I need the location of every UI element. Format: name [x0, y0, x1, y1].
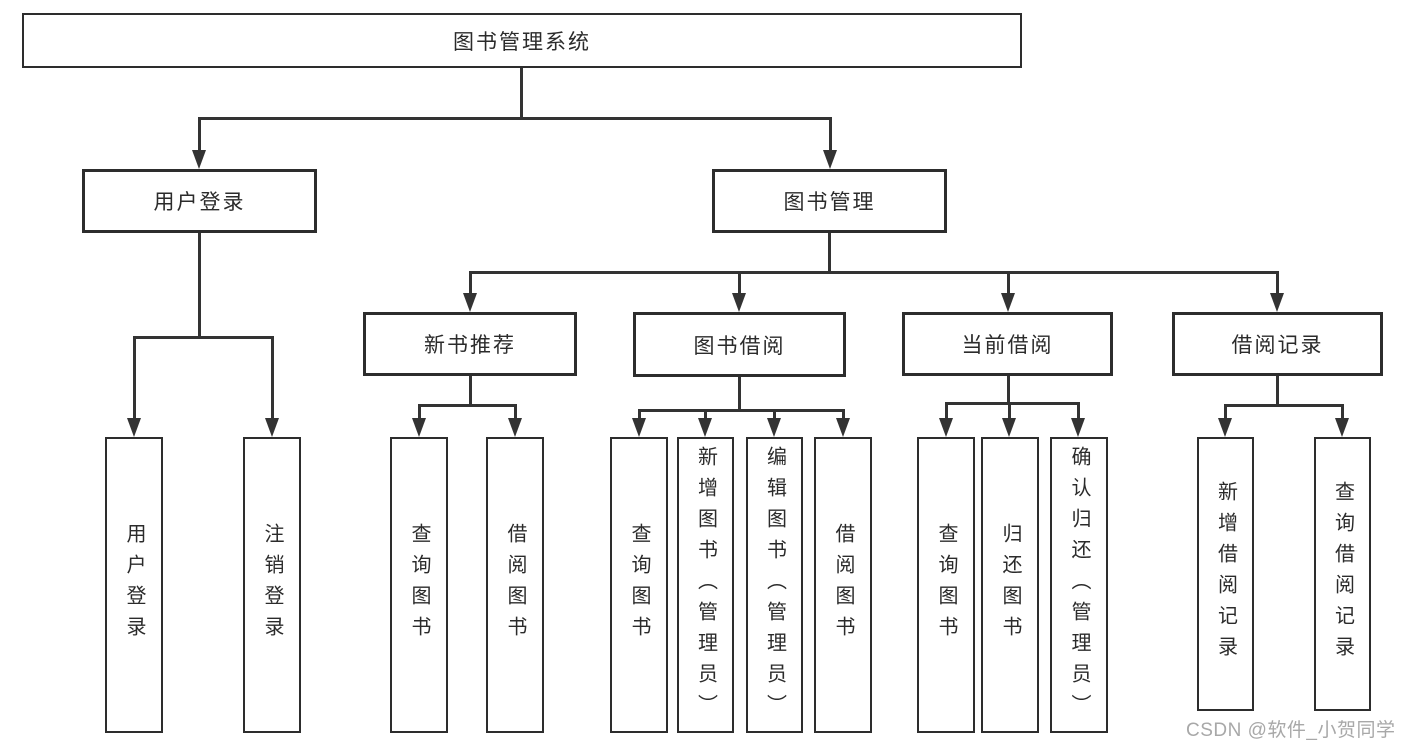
node-new-book-recommend: 新书推荐 [363, 312, 577, 376]
connector-line [133, 336, 274, 339]
leaf-borrow-books-recommend: 借阅图书 [486, 437, 544, 733]
leaf-label: 查询借阅记录 [1331, 481, 1354, 667]
leaf-logout: 注销登录 [243, 437, 301, 733]
connector-line [271, 336, 274, 420]
connector-line [829, 117, 832, 153]
connector-line [638, 409, 641, 420]
connector-line [514, 404, 517, 420]
connector-line [198, 117, 201, 153]
arrowhead-icon [192, 150, 206, 169]
connector-line [738, 377, 741, 410]
arrowhead-icon [265, 418, 279, 437]
connector-line [828, 233, 831, 273]
node-root: 图书管理系统 [22, 13, 1022, 68]
arrowhead-icon [412, 418, 426, 437]
leaf-label: 查询图书 [935, 523, 957, 647]
leaf-return-book: 归还图书 [981, 437, 1039, 733]
connector-line [1276, 376, 1279, 406]
leaf-query-borrow-record: 查询借阅记录 [1314, 437, 1371, 711]
node-label: 新书推荐 [424, 334, 516, 357]
leaf-edit-book-admin: 编辑图书（管理员） [746, 437, 803, 733]
arrowhead-icon [1002, 418, 1016, 437]
arrowhead-icon [1071, 418, 1085, 437]
connector-line [469, 271, 1279, 274]
arrowhead-icon [767, 418, 781, 437]
connector-line [1341, 404, 1344, 420]
connector-line [638, 409, 845, 412]
arrowhead-icon [508, 418, 522, 437]
leaf-query-books-recommend: 查询图书 [390, 437, 448, 733]
connector-line [418, 404, 421, 420]
leaf-borrow-books-2: 借阅图书 [814, 437, 872, 733]
arrowhead-icon [632, 418, 646, 437]
connector-line [520, 68, 523, 118]
connector-line [704, 409, 707, 420]
connector-line [133, 336, 136, 420]
connector-line [945, 402, 1080, 405]
arrowhead-icon [836, 418, 850, 437]
connector-line [469, 271, 472, 295]
arrowhead-icon [463, 293, 477, 312]
connector-line [842, 409, 845, 420]
leaf-label: 确认归还（管理员） [1068, 445, 1090, 725]
arrowhead-icon [1001, 293, 1015, 312]
leaf-label: 借阅图书 [832, 523, 854, 647]
connector-line [738, 271, 741, 295]
connector-line [1276, 271, 1279, 295]
connector-line [1007, 376, 1010, 404]
connector-line [1077, 402, 1080, 420]
leaf-label: 用户登录 [123, 523, 145, 647]
node-borrow-records: 借阅记录 [1172, 312, 1383, 376]
leaf-label: 查询图书 [408, 523, 430, 647]
arrowhead-icon [732, 293, 746, 312]
arrowhead-icon [127, 418, 141, 437]
connector-line [469, 376, 472, 406]
leaf-query-books-borrow: 查询图书 [610, 437, 668, 733]
node-label: 借阅记录 [1231, 334, 1324, 357]
leaf-label: 注销登录 [261, 523, 283, 647]
leaf-confirm-return-admin: 确认归还（管理员） [1050, 437, 1108, 733]
connector-line [198, 117, 832, 120]
node-label: 图书管理系统 [453, 30, 591, 54]
connector-line [1224, 404, 1344, 407]
leaf-label: 归还图书 [999, 523, 1021, 647]
node-book-borrow: 图书借阅 [633, 312, 846, 377]
node-label: 图书管理 [783, 191, 876, 214]
connector-line [773, 409, 776, 420]
leaf-label: 编辑图书（管理员） [763, 445, 786, 725]
leaf-label: 查询图书 [628, 523, 650, 647]
leaf-query-books-current: 查询图书 [917, 437, 975, 733]
connector-line [198, 233, 201, 336]
node-label: 当前借阅 [961, 334, 1054, 357]
leaf-label: 新增借阅记录 [1214, 481, 1237, 667]
arrowhead-icon [1218, 418, 1232, 437]
arrowhead-icon [939, 418, 953, 437]
node-user-login: 用户登录 [82, 169, 317, 233]
node-book-management: 图书管理 [712, 169, 947, 233]
connector-line [1008, 402, 1011, 420]
node-current-borrow: 当前借阅 [902, 312, 1113, 376]
arrowhead-icon [1270, 293, 1284, 312]
arrowhead-icon [823, 150, 837, 169]
csdn-watermark: CSDN @软件_小贺同学 [1186, 720, 1396, 741]
node-label: 用户登录 [153, 191, 246, 214]
connector-line [1224, 404, 1227, 420]
node-label: 图书借阅 [693, 334, 786, 358]
leaf-add-borrow-record: 新增借阅记录 [1197, 437, 1254, 711]
connector-line [945, 402, 948, 420]
leaf-add-book-admin: 新增图书（管理员） [677, 437, 734, 733]
connector-line [418, 404, 517, 407]
connector-line [1007, 271, 1010, 295]
arrowhead-icon [1335, 418, 1349, 437]
leaf-user-login: 用户登录 [105, 437, 163, 733]
arrowhead-icon [698, 418, 712, 437]
leaf-label: 借阅图书 [504, 523, 526, 647]
leaf-label: 新增图书（管理员） [694, 445, 717, 725]
